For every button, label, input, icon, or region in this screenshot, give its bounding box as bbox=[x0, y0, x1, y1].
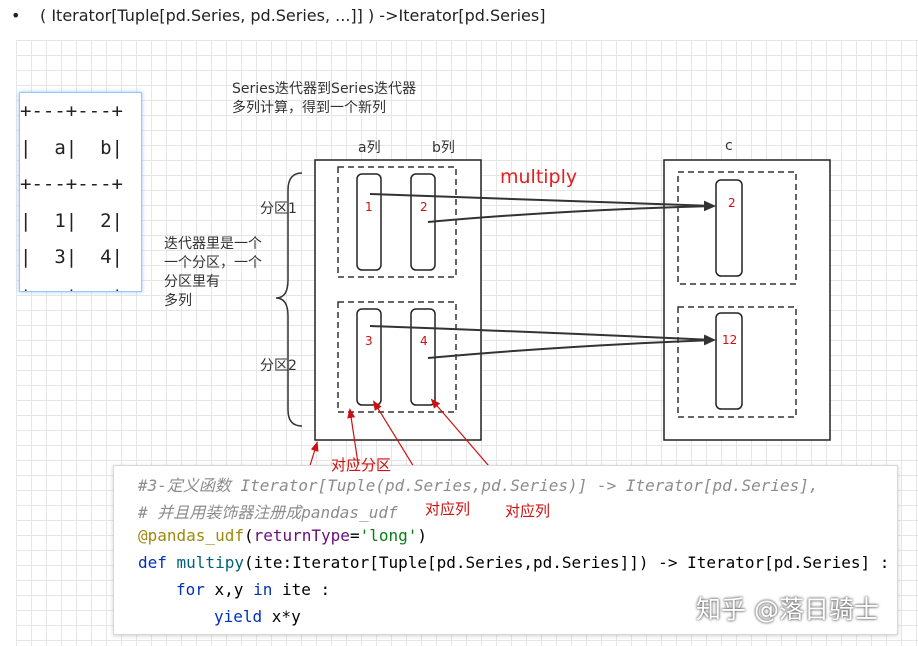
col-c-part2 bbox=[715, 312, 743, 410]
annotation-partition: 对应分区 bbox=[331, 456, 392, 474]
code-function-name: multipy bbox=[176, 553, 244, 572]
partition1-box bbox=[337, 166, 457, 278]
code-line-def: def multipy(ite:Iterator[Tuple[pd.Series… bbox=[138, 553, 889, 572]
annotation-column1: 对应列 bbox=[425, 500, 471, 518]
multiply-arrow-b2 bbox=[427, 335, 716, 359]
code-for-keyword: for bbox=[176, 580, 215, 599]
code-string: 'long' bbox=[359, 526, 418, 545]
partition2-label: 分区2 bbox=[260, 358, 297, 374]
code-yield-expr: x*y bbox=[271, 607, 301, 626]
code-paren-close: ) bbox=[417, 526, 428, 545]
value-a2: 3 bbox=[365, 334, 373, 348]
code-for-vars: x,y bbox=[214, 580, 254, 599]
code-param: returnType bbox=[253, 526, 350, 545]
multiply-arrow-a2 bbox=[369, 325, 716, 345]
code-signature: (ite:Iterator[Tuple[pd.Series,pd.Series]… bbox=[243, 553, 890, 572]
multiply-label: multiply bbox=[500, 166, 578, 188]
code-for-iter: ite : bbox=[281, 580, 331, 599]
multiply-arrow-a1 bbox=[369, 193, 716, 211]
signature-line: ( Iterator[Tuple[pd.Series, pd.Series, .… bbox=[40, 6, 546, 25]
code-line-comment2: # 并且用装饰器注册成pandas_udf bbox=[138, 503, 398, 522]
header-bar: • ( Iterator[Tuple[pd.Series, pd.Series,… bbox=[0, 0, 918, 38]
col-c-part1 bbox=[715, 179, 743, 277]
col-a-part2 bbox=[356, 308, 382, 406]
value-c1: 2 bbox=[728, 196, 736, 210]
code-eq: = bbox=[349, 526, 360, 545]
code-line-for: for x,y in ite : bbox=[176, 580, 330, 599]
multiply-arrow-b1 bbox=[427, 201, 716, 223]
code-line-decorator: @pandas_udf(returnType='long') bbox=[138, 526, 427, 545]
code-decorator: @pandas_udf bbox=[138, 526, 244, 545]
annotation-column2: 对应列 bbox=[505, 502, 551, 520]
result-partition2-box bbox=[677, 306, 797, 418]
value-c2: 12 bbox=[722, 333, 738, 347]
ascii-dataframe-table: +---+---+ | a| b| +---+---+ | 1| 2| | 3|… bbox=[19, 92, 142, 292]
diagram-title-line1: Series迭代器到Series迭代器 bbox=[232, 81, 417, 97]
partition-brace bbox=[275, 172, 303, 427]
code-paren-open: ( bbox=[243, 526, 254, 545]
code-in-keyword: in bbox=[253, 580, 282, 599]
code-def-keyword: def bbox=[138, 553, 177, 572]
diagram-title-line2: 多列计算，得到一个新列 bbox=[232, 100, 386, 116]
result-dataframe-box bbox=[663, 159, 831, 441]
code-yield-keyword: yield bbox=[214, 607, 272, 626]
result-partition1-box bbox=[677, 171, 797, 285]
iterator-note-line3: 分区里有 bbox=[164, 274, 220, 290]
code-snippet: #3-定义函数 Iterator[Tuple(pd.Series,pd.Seri… bbox=[113, 465, 898, 635]
col-b-label: b列 bbox=[432, 140, 455, 156]
partition1-label: 分区1 bbox=[260, 201, 297, 217]
value-b1: 2 bbox=[420, 200, 428, 214]
bullet-icon: • bbox=[11, 6, 21, 25]
iterator-note-line2: 一个分区，一个 bbox=[164, 255, 262, 271]
iterator-note-line1: 迭代器里是一个 bbox=[164, 236, 262, 252]
value-b2: 4 bbox=[420, 334, 428, 348]
watermark: 知乎 @落日骑士 bbox=[696, 595, 879, 624]
col-c-label: c bbox=[725, 138, 733, 154]
value-a1: 1 bbox=[365, 200, 373, 214]
code-line-yield: yield x*y bbox=[214, 607, 301, 626]
partition2-box bbox=[337, 301, 457, 413]
iterator-note-line4: 多列 bbox=[164, 293, 192, 309]
col-a-label: a列 bbox=[358, 140, 381, 156]
col-a-part1 bbox=[356, 173, 382, 271]
source-dataframe-box bbox=[314, 159, 482, 441]
code-line-comment1: #3-定义函数 Iterator[Tuple(pd.Series,pd.Seri… bbox=[138, 476, 819, 495]
